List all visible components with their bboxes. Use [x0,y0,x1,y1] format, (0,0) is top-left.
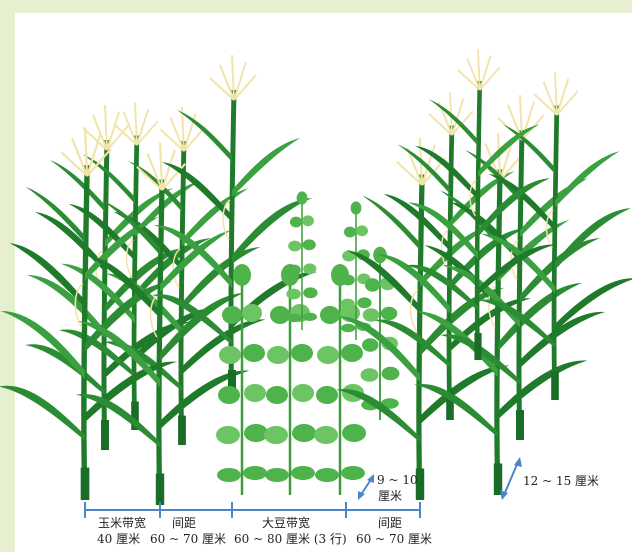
soy-band-width: 60 ~ 80 厘米 (3 行) [234,532,347,546]
corn-band-width: 40 厘米 [97,532,141,546]
corn-spacing-value: 12 ~ 15 厘米 [523,474,600,488]
gap-left-label: 间距 [172,516,197,530]
dimension-line [84,502,421,518]
soy-spacing-value: 9 ~ 10 [377,473,418,487]
dimension-arrow-icon [358,474,374,500]
soy-spacing-unit: 厘米 [378,489,403,503]
corn-plant-icon [414,133,587,495]
gap-right-width: 60 ~ 70 厘米 [356,532,433,546]
soy-band-label: 大豆带宽 [262,516,311,530]
diagram-panel [15,13,632,552]
corn-band-label: 玉米带宽 [98,516,147,530]
gap-right-label: 间距 [378,516,403,530]
dimension-arrow-icon [500,457,522,500]
gap-left-width: 60 ~ 70 厘米 [150,532,227,546]
soybean-plant-icon [312,262,368,497]
